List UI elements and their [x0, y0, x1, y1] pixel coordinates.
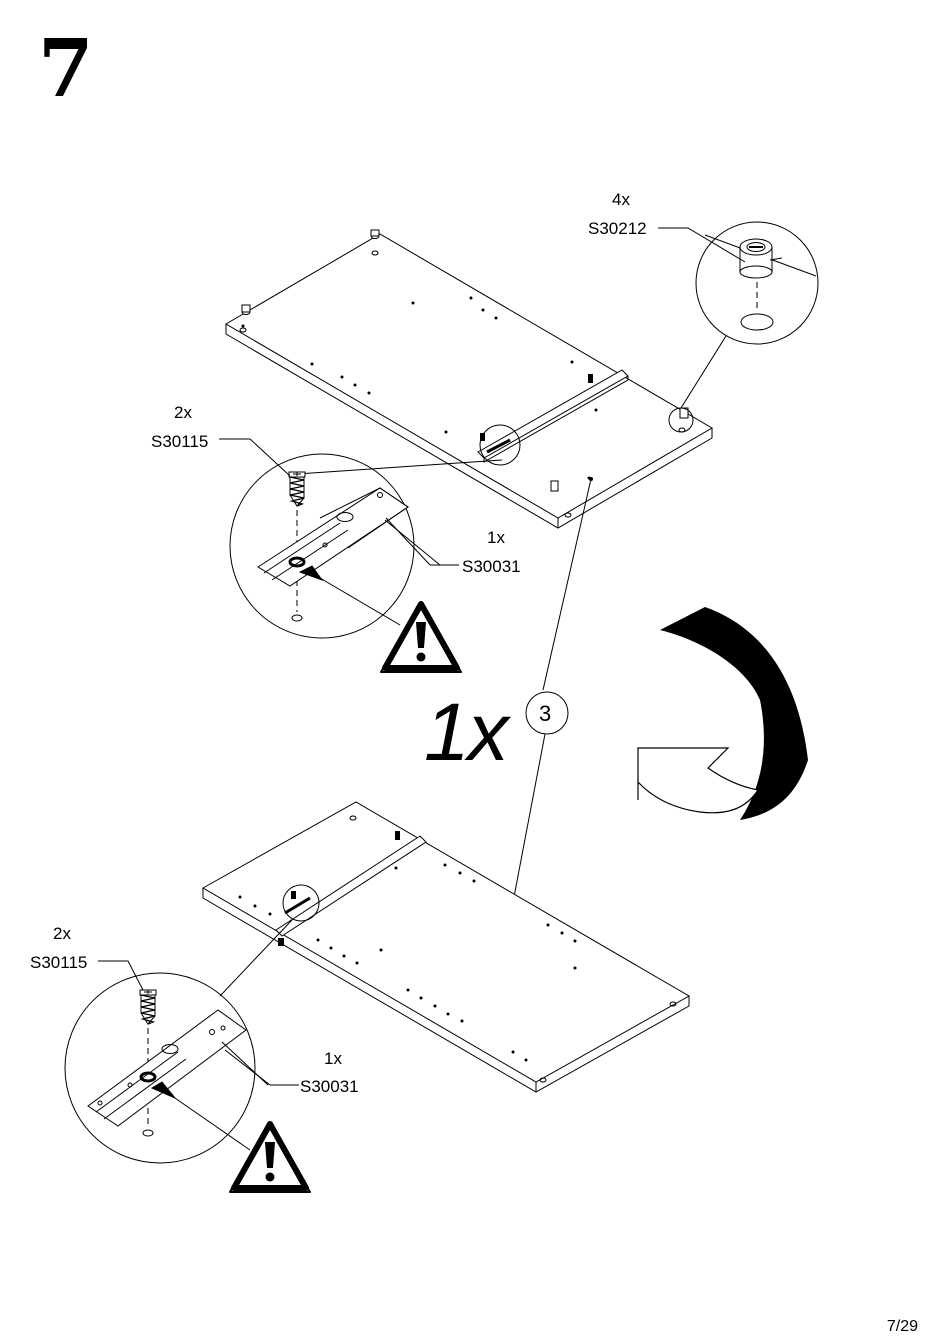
rotate-arrow-icon: [637, 607, 808, 820]
warning-icon: [381, 602, 461, 672]
label-leaders: [98, 227, 746, 1086]
part-callout: [508, 691, 569, 920]
bottom-panel: [201, 801, 691, 1093]
page-indicator: 7/29: [886, 1318, 918, 1335]
cam-lock-code: S30212: [588, 219, 647, 238]
cam-lock-icon: [695, 221, 819, 345]
assembly-quantity: 1x: [424, 687, 509, 778]
warning-icon: [230, 1122, 310, 1192]
top-slide-qty: 1x: [487, 528, 505, 547]
bottom-screw-code: S30115: [30, 953, 88, 972]
cam-lock-qty: 4x: [612, 190, 630, 209]
bottom-screw-qty: 2x: [53, 924, 71, 943]
top-screw-qty: 2x: [174, 403, 192, 422]
top-screw-code: S30115: [151, 432, 209, 451]
top-panel: [225, 229, 727, 691]
part-number: 3: [539, 701, 552, 726]
bottom-slide-code: S30031: [300, 1077, 359, 1096]
step-number: 7: [38, 21, 94, 115]
bottom-slide-qty: 1x: [324, 1049, 342, 1068]
bottom-slide-detail: [64, 919, 293, 1164]
top-slide-detail: [229, 453, 503, 639]
top-slide-code: S30031: [462, 557, 521, 576]
